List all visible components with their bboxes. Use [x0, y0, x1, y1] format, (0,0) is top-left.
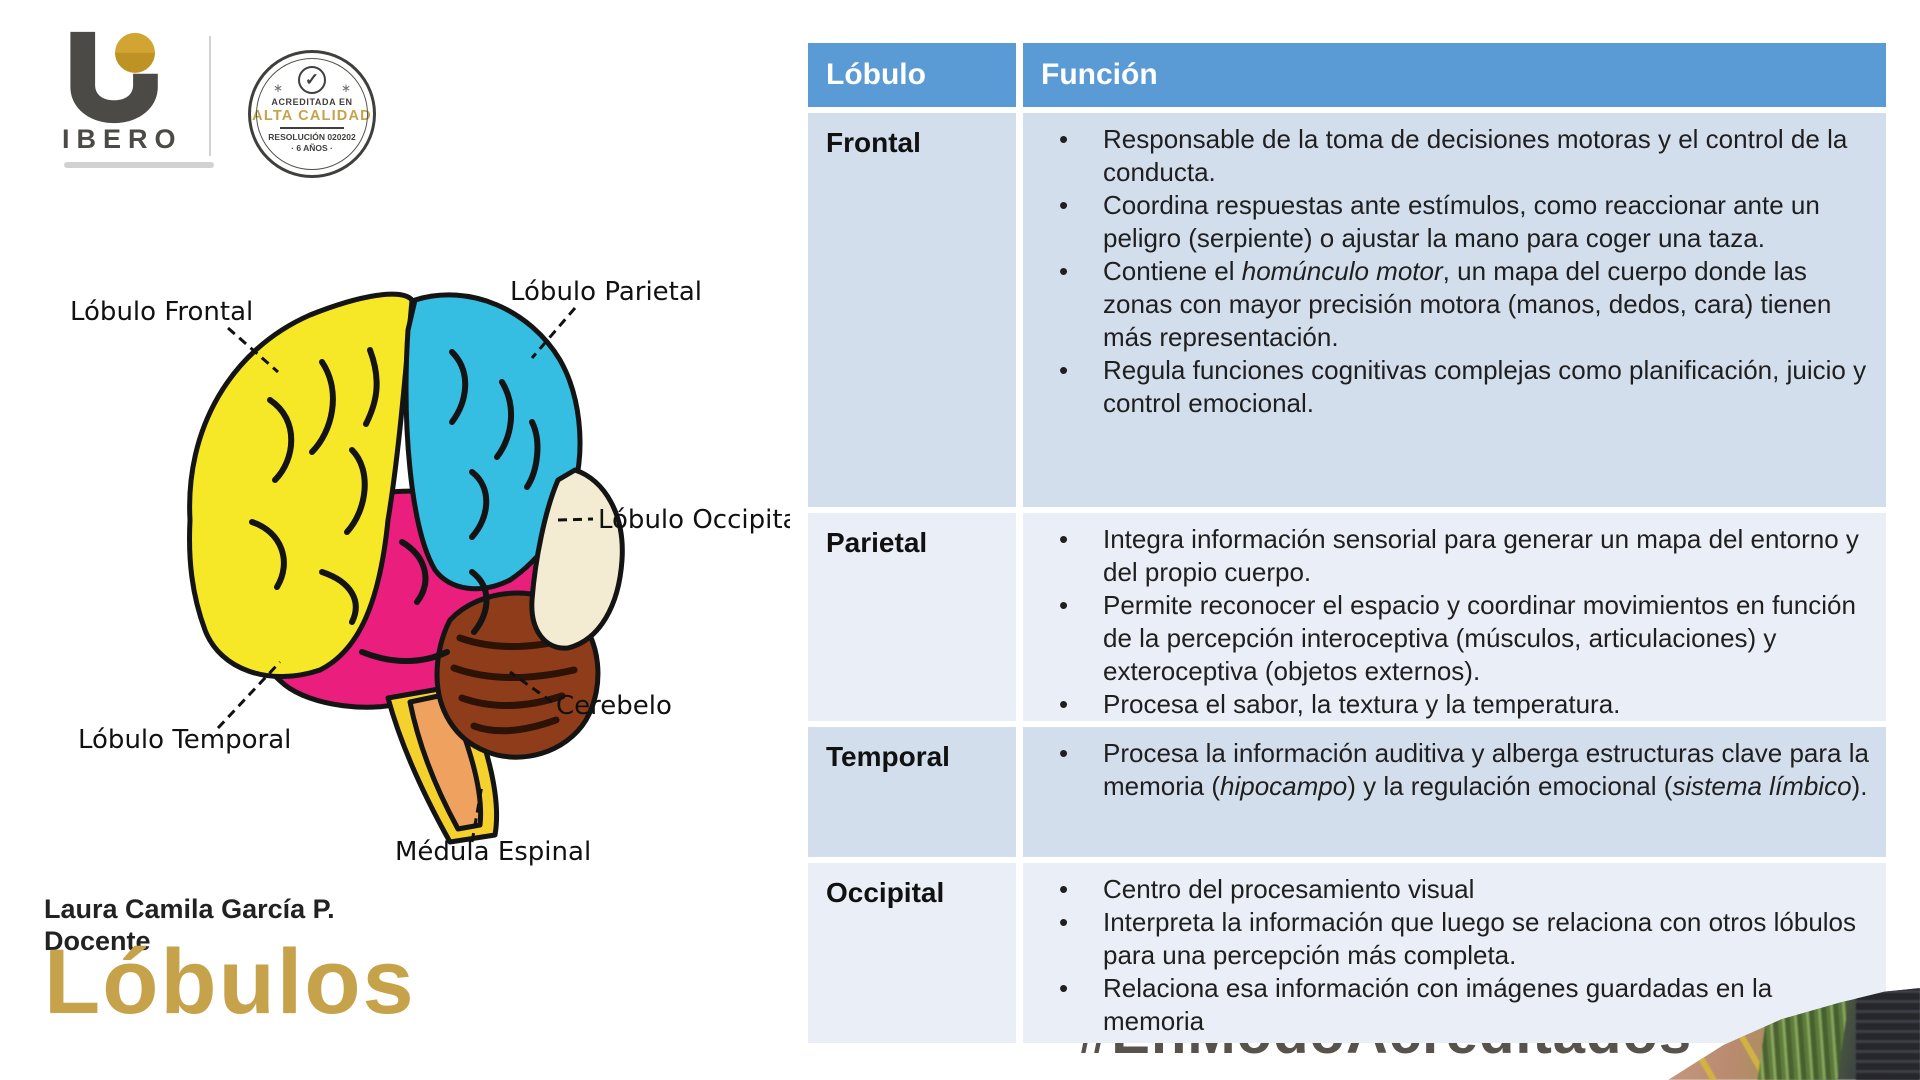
- function-cell-temporal: Procesa la información auditiva y alberg…: [1023, 727, 1886, 857]
- sparkle-icon: ∗: [273, 81, 284, 95]
- col-header-funcion: Función: [1023, 43, 1886, 107]
- seal-line-resolucion: RESOLUCIÓN 020202: [268, 132, 356, 142]
- col-header-lobulo: Lóbulo: [808, 43, 1016, 107]
- lobe-name-frontal: Frontal: [808, 113, 1016, 507]
- label-medula: Médula Espinal: [395, 837, 591, 867]
- logo-u-shape: [70, 31, 158, 124]
- function-cell-frontal: Responsable de la toma de decisiones mot…: [1023, 113, 1886, 507]
- bullet-item: Relaciona esa información con imágenes g…: [1023, 972, 1870, 1038]
- check-icon: ✓: [298, 66, 326, 94]
- bullet-item: Procesa el sabor, la textura y la temper…: [1023, 688, 1870, 721]
- label-cerebelo: Cerebelo: [556, 691, 672, 721]
- lobes-table: Lóbulo Función FrontalResponsable de la …: [808, 43, 1886, 1043]
- bullet-item: Contiene el homúnculo motor, un mapa del…: [1023, 255, 1870, 354]
- seal-divider: [280, 127, 344, 129]
- author-role: Docente: [44, 926, 151, 956]
- bullet-item: Centro del procesamiento visual: [1023, 873, 1870, 906]
- seal-line-alta-calidad: ALTA CALIDAD: [252, 108, 372, 124]
- lobe-name-occipital: Occipital: [808, 863, 1016, 1043]
- occipital-lobe-shape: [529, 467, 625, 651]
- bullet-item: Permite reconocer el espacio y coordinar…: [1023, 589, 1870, 688]
- ibero-logo: [70, 31, 158, 124]
- accreditation-seal: ✓ ∗ ∗ ACREDITADA EN ALTA CALIDAD RESOLUC…: [248, 50, 376, 178]
- author-name: Laura Camila García P.: [44, 894, 335, 924]
- bullet-item: Regula funciones cognitivas complejas co…: [1023, 354, 1870, 420]
- function-cell-parietal: Integra información sensorial para gener…: [1023, 513, 1886, 721]
- function-cell-occipital: Centro del procesamiento visualInterpret…: [1023, 863, 1886, 1043]
- sparkle-icon: ∗: [340, 81, 351, 95]
- lobe-name-parietal: Parietal: [808, 513, 1016, 721]
- seal-line-acreditada: ACREDITADA EN: [271, 97, 353, 107]
- logo-gold-half: [115, 52, 155, 73]
- leader-lines: [216, 307, 594, 843]
- frontal-lobe-shape: [187, 291, 415, 679]
- ibero-wordmark: IBERO: [62, 124, 183, 154]
- bullet-item: Interpreta la información que luego se r…: [1023, 906, 1870, 972]
- brain-sulci-lines: [249, 347, 541, 664]
- bullet-item: Integra información sensorial para gener…: [1023, 523, 1870, 589]
- label-temporal: Lóbulo Temporal: [78, 725, 291, 755]
- label-occipital: Lóbulo Occipital: [598, 505, 790, 535]
- ibero-tagline-text: [64, 162, 214, 168]
- brand-divider: [209, 36, 211, 156]
- seal-line-anos: · 6 AÑOS ·: [291, 143, 333, 153]
- seal-content: ✓ ∗ ∗ ACREDITADA EN ALTA CALIDAD RESOLUC…: [251, 53, 373, 175]
- page-title: Lóbulos: [44, 931, 416, 1033]
- bullet-item: Responsable de la toma de decisiones mot…: [1023, 123, 1870, 189]
- lobe-name-temporal: Temporal: [808, 727, 1016, 857]
- label-parietal: Lóbulo Parietal: [510, 277, 702, 307]
- label-frontal: Lóbulo Frontal: [70, 297, 253, 327]
- bullet-item: Coordina respuestas ante estímulos, como…: [1023, 189, 1870, 255]
- photo-window-grid: [1856, 988, 1920, 1080]
- author-block: Laura Camila García P. Docente: [44, 893, 335, 957]
- brain-diagram: Lóbulo Frontal Lóbulo Parietal Lóbulo Oc…: [70, 270, 806, 880]
- bullet-item: Procesa la información auditiva y alberg…: [1023, 737, 1870, 803]
